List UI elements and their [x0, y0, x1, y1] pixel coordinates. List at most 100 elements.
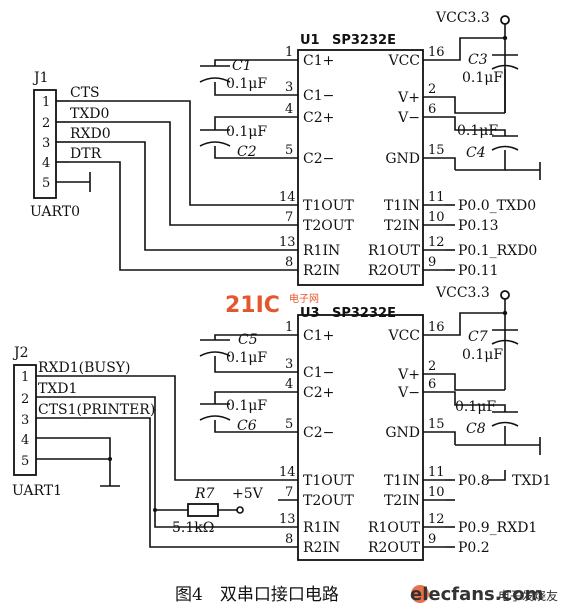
u3-pin-num: 7: [285, 485, 293, 500]
capacitor-c4: [445, 116, 541, 180]
signal-label: TXD1: [38, 381, 77, 397]
u3-pin-num: 13: [279, 512, 296, 527]
signal-label: DTR: [70, 146, 102, 162]
c8-value: 0.1μF: [455, 399, 496, 415]
u3-ref: U3: [300, 306, 320, 321]
j1-pin-num: 5: [42, 176, 50, 191]
u1-pin-num: 16: [428, 45, 445, 60]
u3-pin-name: R1OUT: [368, 520, 421, 536]
u1-pin-name: V−: [397, 110, 420, 126]
u3-pin-name: VCC: [387, 328, 420, 344]
port-label: P0.11: [458, 263, 499, 279]
u3-pin-num: 2: [428, 359, 436, 374]
u1-pin-name: R2OUT: [368, 263, 421, 279]
u3-pin-name: T1OUT: [303, 473, 355, 489]
u3-pin-num: 16: [428, 320, 445, 335]
u3-pin-num: 3: [285, 357, 293, 372]
u3-pin-name: R1IN: [303, 520, 340, 536]
u1-pin-name: C2+: [303, 110, 334, 126]
c4-ref: C4: [466, 145, 486, 161]
u1-pin-num: 7: [285, 210, 293, 225]
u3-pin-num: 1: [285, 320, 293, 335]
u1-pin-num: 2: [428, 82, 436, 97]
u1-right-pin-stubs: [423, 59, 445, 271]
u1-pin-num: 1: [285, 45, 293, 60]
signal-label: CTS1(PRINTER): [38, 402, 155, 418]
c7-ref: C7: [468, 329, 488, 345]
u1-pin-num: 14: [279, 190, 296, 205]
u3-pin-name: V−: [397, 385, 420, 401]
svg-text:21IC: 21IC: [225, 293, 280, 318]
capacitor-c8: [445, 391, 541, 455]
u3-port-wires: [445, 470, 506, 548]
u1-pin-num: 15: [428, 143, 445, 158]
u1-pin-name: C1+: [303, 53, 334, 69]
signal-label: RXD1(BUSY): [38, 360, 130, 376]
r7-ref: R7: [194, 486, 215, 502]
watermark-elecfans: elecfans.com 电子发烧友: [410, 584, 558, 605]
u1-pin-name: T2IN: [384, 218, 420, 234]
u1-part: SP3232E: [332, 33, 396, 48]
u1-pin-name: T2OUT: [303, 218, 355, 234]
u1-left-pin-stubs: [278, 59, 298, 271]
capacitor-c5: [199, 334, 278, 373]
u3-pin-name: C2−: [303, 425, 334, 441]
u3-pin-num: 11: [428, 465, 445, 480]
u1-pin-name: R2IN: [303, 263, 340, 279]
u3-right-pin-stubs: [423, 334, 445, 548]
j2-pin-num: 1: [21, 370, 29, 385]
u3-pin-num: 5: [285, 417, 293, 432]
u1-pin-num: 11: [428, 190, 445, 205]
u3-pin-name: C1−: [303, 365, 334, 381]
capacitor-c7: [445, 329, 519, 391]
signal-label: RXD0: [70, 126, 111, 142]
u3-pin-num: 14: [279, 465, 296, 480]
u3-pin-name: V+: [397, 367, 420, 383]
capacitor-c3: [445, 54, 519, 114]
j1-connector-body: [33, 89, 57, 199]
u1-pin-num: 10: [428, 210, 445, 225]
u1-pin-name: R1IN: [303, 243, 340, 259]
c2-value: 0.1μF: [226, 124, 267, 140]
u3-pin-name: GND: [385, 425, 420, 441]
u3-pin-name: R2IN: [303, 540, 340, 556]
u1-pin-num: 6: [428, 102, 436, 117]
j1-pin-num: 4: [42, 156, 50, 171]
vcc-label: VCC3.3: [435, 10, 490, 26]
j1-name: UART0: [30, 204, 80, 220]
capacitor-c2: [199, 116, 278, 159]
c8-ref: C8: [466, 421, 486, 437]
figure-caption: 图4 双串口接口电路: [175, 585, 339, 605]
j2-name: UART1: [12, 483, 62, 499]
u1-pin-name: GND: [385, 151, 420, 167]
c5-ref: C5: [238, 332, 258, 348]
svg-text:电子网: 电子网: [289, 292, 319, 305]
u3-pin-name: C1+: [303, 328, 334, 344]
c7-value: 0.1μF: [462, 347, 503, 363]
resistor-r7: [153, 503, 244, 517]
top-circuit: U1 SP3232E 1 3 4 5 14 7 13 8 C1+ C1− C2+…: [30, 10, 541, 286]
c2-ref: C2: [237, 144, 257, 160]
port-label: P0.8: [458, 473, 490, 489]
signal-label: TXD0: [70, 106, 109, 122]
vcc-label: VCC3.3: [435, 285, 490, 301]
u1-pin-num: 5: [285, 143, 293, 158]
j1-pin-num: 3: [42, 136, 50, 151]
u1-pin-num: 3: [285, 80, 293, 95]
port-label: P0.0_TXD0: [458, 198, 536, 214]
j2-signal-nets: [36, 375, 278, 548]
j2-pin-num: 4: [21, 433, 29, 448]
u3-pin-name: T2IN: [384, 493, 420, 509]
port-label: TXD1: [512, 473, 551, 489]
j1-signal-nets: [70, 100, 278, 271]
bottom-circuit: U3 SP3232E 1 3 4 5 14 7 13 8 C1+ C1− C2+…: [12, 285, 551, 561]
port-label: P0.9_RXD1: [458, 520, 537, 536]
u1-pin-name: VCC: [387, 53, 420, 69]
j1-pin-num: 1: [42, 95, 50, 110]
j2-ref: J2: [12, 345, 29, 361]
u1-pin-name: R1OUT: [368, 243, 421, 259]
port-label: P0.2: [458, 540, 490, 556]
u3-pin-name: T1IN: [384, 473, 420, 489]
u3-pin-name: C2+: [303, 385, 334, 401]
j1-ref: J1: [32, 70, 49, 86]
